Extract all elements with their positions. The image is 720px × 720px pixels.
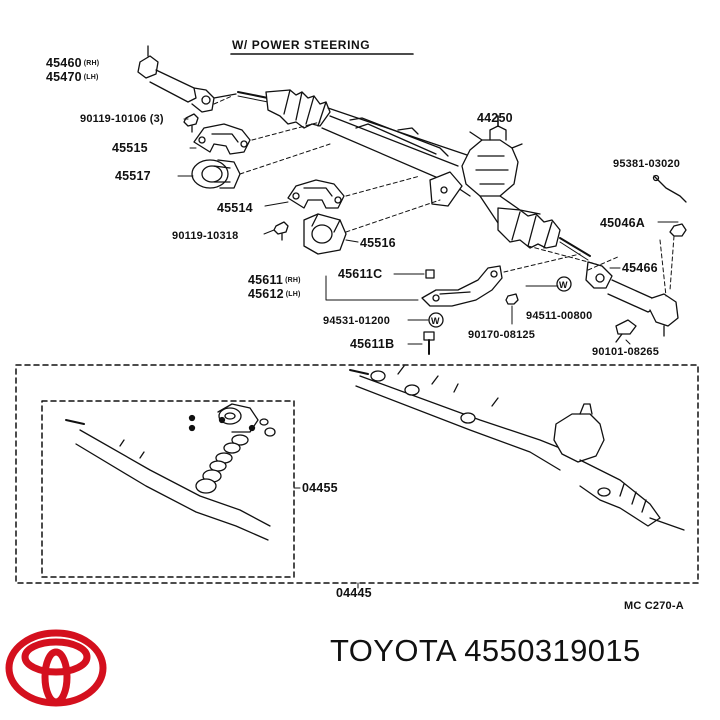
brand-part-number: TOYOTA 4550319015 (330, 633, 641, 668)
part-label-45466: 45466 (622, 261, 658, 275)
nut-45611c (425, 269, 435, 279)
tie-rod-end-right (585, 261, 679, 337)
diagram-title: W/ POWER STEERING (232, 38, 371, 52)
part-label-04455: 04455 (302, 481, 338, 495)
bushing-45516 (303, 213, 347, 255)
washer-symbol-94531: W (431, 316, 440, 326)
part-label-45611c: 45611C (338, 267, 383, 281)
seal-kit-04455 (65, 403, 276, 541)
logo-vertical-ring (41, 648, 71, 706)
part-label-45517: 45517 (115, 169, 151, 183)
part-label-45611: 45611(RH) (248, 273, 301, 287)
logo-horizontal-ring (21, 638, 91, 676)
part-label-44250: 44250 (477, 111, 513, 125)
part-label-94511-00800: 94511-00800 (526, 310, 593, 322)
cotter-pin-95381 (652, 174, 687, 203)
part-label-45460: 45460(RH) (46, 56, 100, 70)
part-label-45515: 45515 (112, 141, 148, 155)
part-label-95381-03020: 95381-03020 (613, 158, 681, 170)
part-label-90119-10106: 90119-10106 (3) (80, 113, 164, 125)
bolt-90119-10106 (183, 113, 199, 133)
bracket-45515 (193, 123, 251, 155)
part-label-90101-08265: 90101-08265 (592, 346, 660, 358)
diagram-ref-code: MC C270-A (624, 600, 684, 612)
part-label-04445: 04445 (336, 586, 372, 600)
bushing-45517 (191, 159, 241, 189)
leader-lines-dashed (213, 95, 675, 297)
part-label-45514: 45514 (217, 201, 253, 215)
tie-rod-end-left (137, 45, 237, 113)
part-label-45046a: 45046A (600, 216, 645, 230)
nut-45046a (669, 223, 687, 237)
bolt-90101-08265 (615, 319, 637, 343)
rack-assembly-complete (349, 365, 685, 531)
kit-frame-04455 (41, 400, 295, 578)
part-label-45611b: 45611B (350, 337, 395, 351)
part-label-45516: 45516 (360, 236, 396, 250)
nut-90170-08125 (505, 293, 519, 305)
part-label-45612: 45612(LH) (248, 287, 301, 301)
steering-arm-45611 (421, 265, 503, 307)
washer-symbol-94511: W (559, 280, 568, 290)
washer-94511 (556, 276, 572, 292)
part-label-45470: 45470(LH) (46, 70, 99, 84)
part-label-90170-08125: 90170-08125 (468, 329, 536, 341)
leader-lines-solid (177, 118, 679, 345)
washer-94531 (428, 312, 444, 328)
bracket-45514 (287, 179, 345, 209)
steering-rack-assembly (237, 89, 591, 261)
part-label-90119-10318: 90119-10318 (172, 230, 239, 242)
part-label-94531-01200: 94531-01200 (323, 315, 391, 327)
bolt-45611b (423, 331, 435, 355)
